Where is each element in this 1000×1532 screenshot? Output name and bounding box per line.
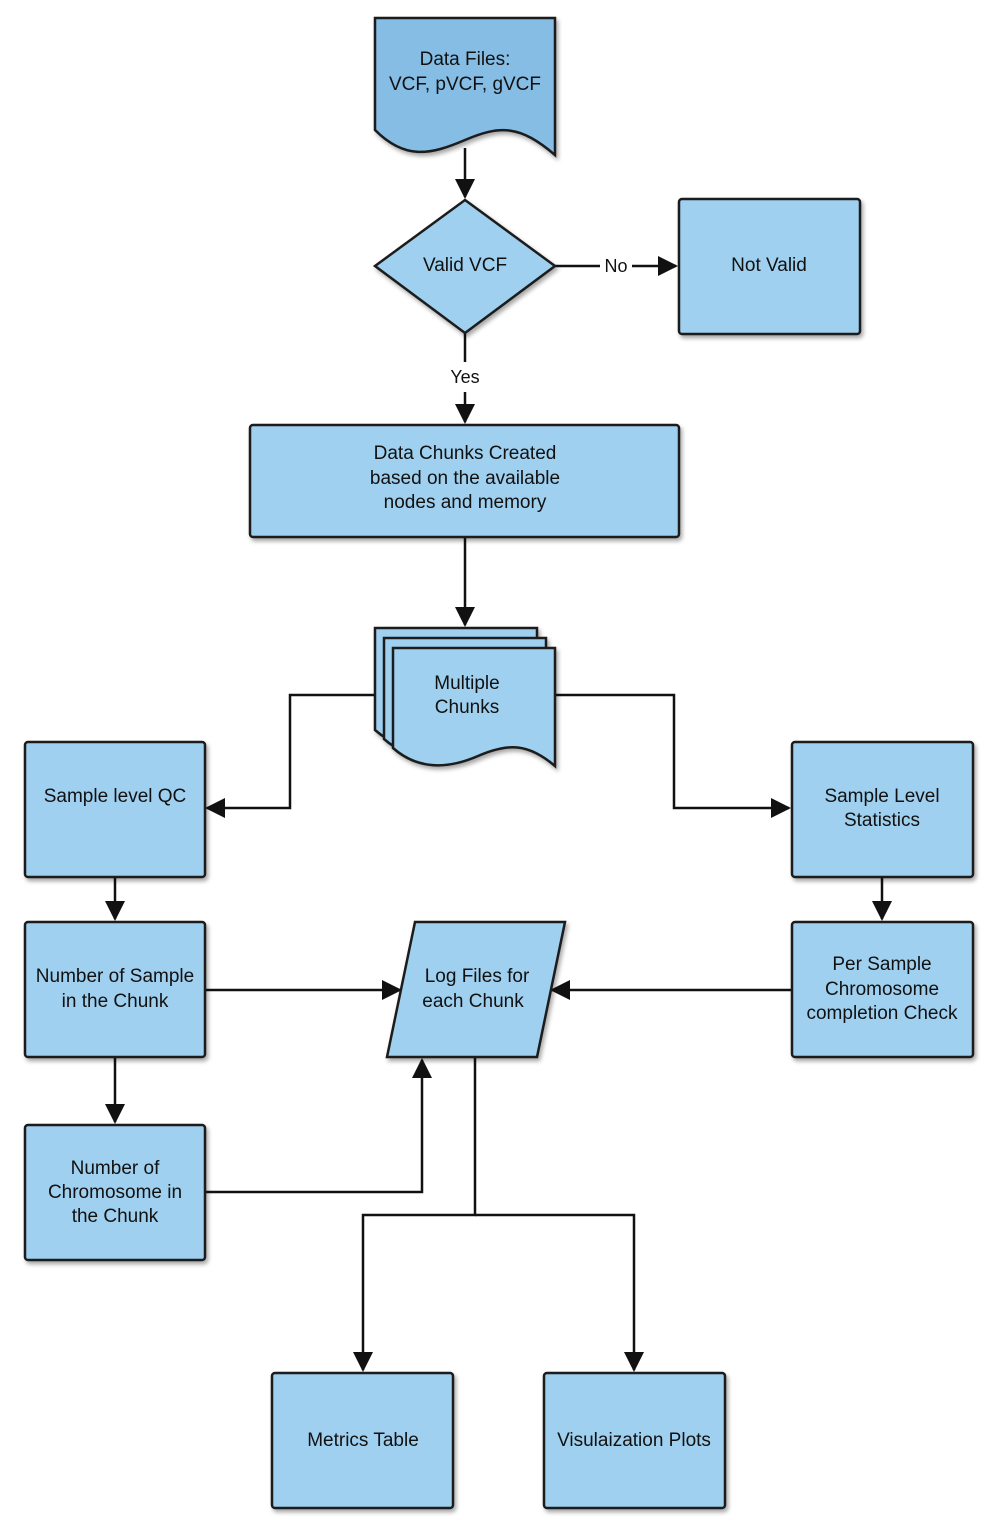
node-valid-vcf — [372, 198, 558, 335]
label-multiple-chunks: Multiple — [434, 673, 499, 694]
edge-label-yes: Yes — [450, 367, 479, 387]
label-number-of-chromosome-line3: the Chunk — [72, 1206, 159, 1227]
label-valid-vcf: Valid VCF — [423, 255, 507, 276]
node-sample-level-qc — [23, 740, 207, 879]
node-data-chunks — [248, 423, 681, 539]
edge-multiple-to-sampleqc — [205, 693, 375, 818]
label-data-chunks: Data Chunks Created — [374, 443, 557, 464]
label-log-files-line2: each Chunk — [422, 991, 524, 1012]
label-per-sample-check-line3: completion Check — [806, 1003, 958, 1024]
edge-label-no: No — [604, 256, 627, 276]
node-number-of-chromosome — [23, 1123, 207, 1262]
label-metrics-table: Metrics Table — [307, 1430, 419, 1451]
label-number-of-chromosome: Number of — [71, 1158, 160, 1179]
edge-numchrom-to-log — [205, 1058, 432, 1194]
node-not-valid — [677, 197, 862, 336]
node-visualization-plots — [542, 1371, 727, 1510]
edge-multiple-to-samplestats — [555, 693, 791, 818]
label-multiple-chunks-line2: Chunks — [435, 697, 499, 718]
label-sample-level-statistics-line2: Statistics — [844, 810, 920, 831]
node-per-sample-check — [790, 920, 975, 1059]
label-data-chunks-line3: nodes and memory — [384, 492, 547, 513]
label-log-files: Log Files for — [425, 966, 530, 987]
node-sample-level-statistics — [790, 740, 975, 879]
node-multiple-chunks — [373, 626, 557, 769]
label-data-chunks-line2: based on the available — [370, 468, 560, 489]
node-data-files — [373, 16, 557, 158]
label-number-of-chromosome-line2: Chromosome in — [48, 1182, 182, 1203]
edge-log-to-metrics — [353, 1057, 477, 1372]
label-number-of-sample-line2: in the Chunk — [62, 991, 169, 1012]
label-number-of-sample: Number of Sample — [36, 966, 194, 987]
label-data-files-line2: VCF, pVCF, gVCF — [389, 74, 541, 95]
node-log-files — [385, 920, 567, 1059]
label-sample-level-statistics: Sample Level — [824, 786, 939, 807]
label-per-sample-check: Per Sample — [832, 954, 931, 975]
node-number-of-sample — [23, 920, 207, 1059]
label-visualization-plots: Visulaization Plots — [557, 1430, 711, 1451]
label-per-sample-check-line2: Chromosome — [825, 979, 939, 1000]
label-not-valid: Not Valid — [731, 255, 807, 276]
edge-log-to-viz — [475, 1213, 644, 1372]
label-data-files: Data Files: — [420, 49, 511, 70]
label-sample-level-qc: Sample level QC — [44, 786, 187, 807]
node-metrics-table — [270, 1371, 455, 1510]
